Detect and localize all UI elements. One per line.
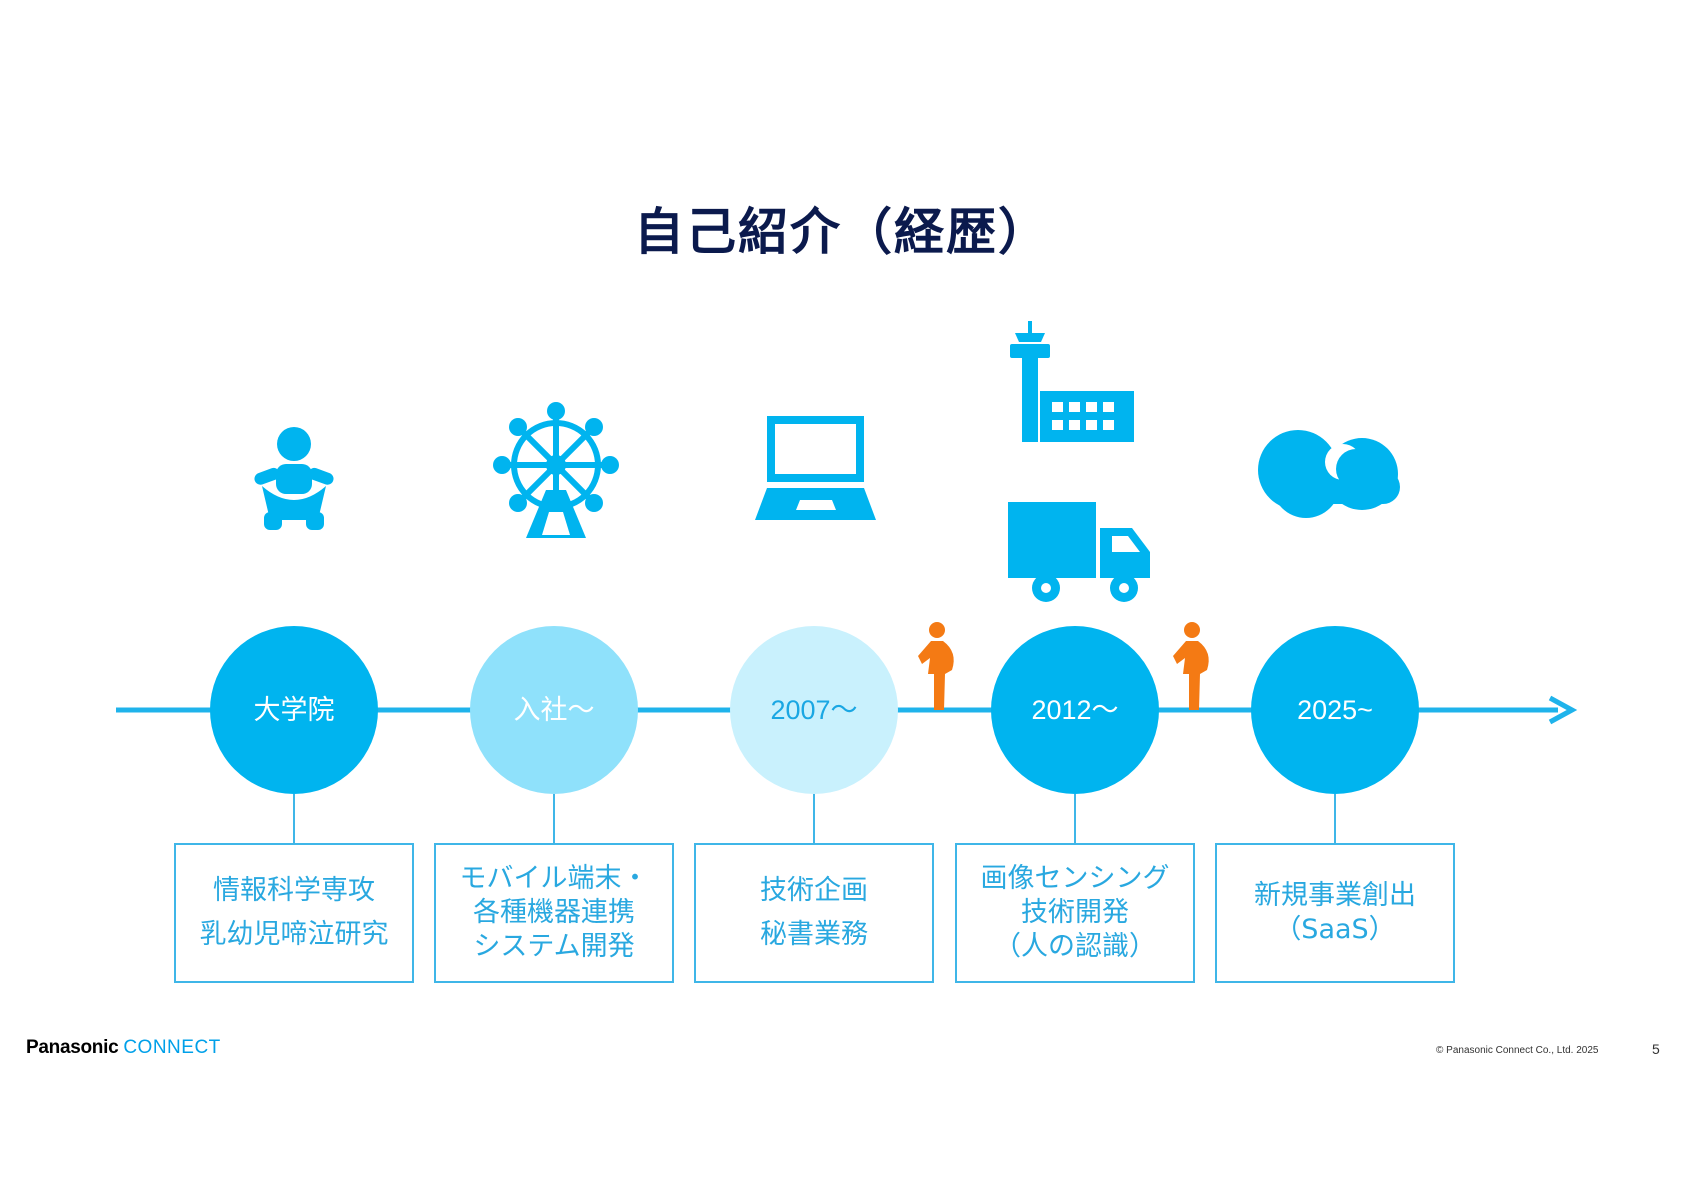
pregnant-woman-icon-2 [1173, 622, 1209, 710]
logo-connect: CONNECT [123, 1037, 221, 1058]
milestone-label-2: 入社〜 [513, 695, 595, 725]
box-5-line-1: 新規事業創出 [1254, 880, 1416, 911]
box-2-line-3: システム開発 [473, 931, 635, 962]
box-4-line-3: （人の認識） [994, 931, 1156, 962]
panasonic-connect-logo: Panasonic CONNECT [26, 1037, 221, 1059]
box-4-line-2: 技術開発 [1021, 897, 1129, 928]
ship-wheel-icon [493, 402, 619, 538]
box-1-line-1: 情報科学専攻 [213, 875, 375, 906]
milestone-label-1: 大学院 [253, 695, 335, 725]
milestone-circle-4 [991, 626, 1159, 794]
milestone-box-4: 画像センシング 技術開発 （人の認識） [955, 843, 1195, 983]
milestone-label-3: 2007〜 [770, 695, 858, 725]
box-3-line-1: 技術企画 [760, 875, 868, 906]
page-title: 自己紹介（経歴） [634, 203, 1050, 261]
box-2-line-1: モバイル端末・ [459, 863, 649, 894]
laptop-icon [755, 416, 876, 520]
milestone-circle-1 [210, 626, 378, 794]
milestone-box-2: モバイル端末・ 各種機器連携 システム開発 [434, 843, 674, 983]
box-4-line-1: 画像センシング [980, 863, 1170, 894]
pregnant-woman-icon [918, 622, 954, 710]
milestone-circle-3 [730, 626, 898, 794]
timeline-arrowhead [1548, 695, 1578, 725]
milestone-label-4: 2012〜 [1031, 695, 1119, 725]
box-1-line-2: 乳幼児啼泣研究 [199, 919, 389, 950]
milestone-circle-5 [1251, 626, 1419, 794]
copyright-notice: © Panasonic Connect Co., Ltd. 2025 [1436, 1045, 1599, 1056]
airport-factory-icon [1010, 321, 1134, 442]
baby-icon [254, 427, 334, 530]
milestone-box-1: 情報科学専攻 乳幼児啼泣研究 [174, 843, 414, 983]
milestone-label-5: 2025~ [1297, 695, 1373, 725]
page-number: 5 [1652, 1041, 1660, 1057]
box-5-line-2: （SaaS） [1274, 914, 1396, 945]
milestone-circle-2 [470, 626, 638, 794]
cloud-icon [1258, 430, 1400, 518]
milestone-box-5: 新規事業創出 （SaaS） [1215, 843, 1455, 983]
milestone-box-3: 技術企画 秘書業務 [694, 843, 934, 983]
box-3-line-2: 秘書業務 [760, 919, 868, 950]
truck-icon [1008, 502, 1150, 602]
box-2-line-2: 各種機器連携 [473, 897, 635, 928]
logo-brand: Panasonic [26, 1037, 119, 1058]
